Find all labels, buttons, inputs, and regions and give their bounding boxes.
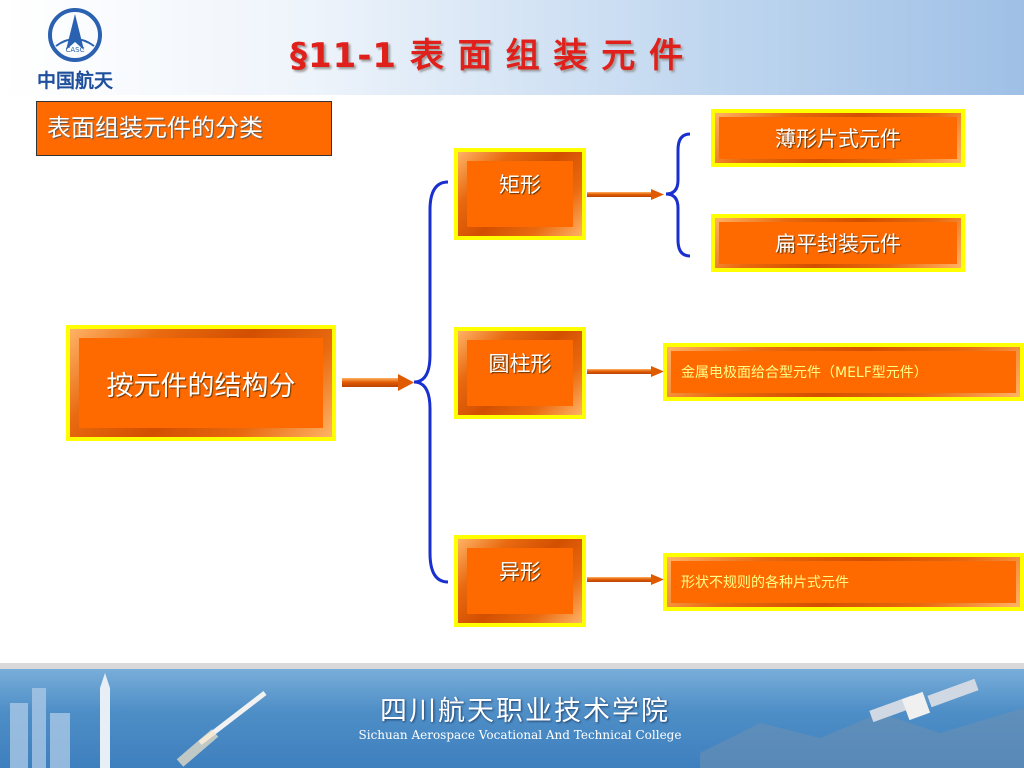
leaf-label-thin-chip: 薄形片式元件 [719,117,957,159]
footer-banner: 四川航天职业技术学院 Sichuan Aerospace Vocational … [0,663,1024,768]
sub-bracket [665,132,691,258]
category-label-rect: 矩形 [467,161,573,227]
footer-decoration [0,663,1024,768]
logo-name: 中国航天 [36,70,113,92]
header-banner: CASC 中国航天 §11-1 表 面 组 装 元 件 [0,0,1024,95]
satellite-icon [869,678,979,723]
category-node-irregular: 异形 [454,535,586,627]
casc-logo: CASC 中国航天 [30,6,120,92]
root-node: 按元件的结构分 [66,325,336,441]
footer-subtitle: Sichuan Aerospace Vocational And Technic… [358,728,682,742]
page-title: §11-1 表 面 组 装 元 件 [290,36,685,76]
footer-title: 四川航天职业技术学院 [380,696,670,727]
building-icon [10,688,70,768]
leaf-node-irregular-chip: 形状不规则的各种片式元件 [663,553,1024,611]
leaf-label-melf: 金属电极面给合型元件（MELF型元件） [671,351,1016,393]
great-wall-icon [700,708,1024,768]
category-node-rect: 矩形 [454,148,586,240]
rocket-icon [100,673,110,768]
leaf-node-thin-chip: 薄形片式元件 [711,109,965,167]
category-label-cylinder: 圆柱形 [467,340,573,406]
arrow-rect [587,189,664,200]
arrow-irregular [587,574,664,585]
root-node-label: 按元件的结构分 [79,338,323,428]
leaf-label-irregular-chip: 形状不规则的各种片式元件 [671,561,1016,603]
logo-badge-text: CASC [65,46,84,54]
casc-emblem-icon: CASC [48,8,102,62]
missile-icon [176,691,267,767]
leaf-node-flat-package: 扁平封装元件 [711,214,965,272]
arrow-cylinder [587,366,664,377]
main-bracket [413,180,449,584]
section-subtitle: 表面组装元件的分类 [36,101,332,156]
leaf-node-melf: 金属电极面给合型元件（MELF型元件） [663,343,1024,401]
root-arrow [342,374,414,391]
category-node-cylinder: 圆柱形 [454,327,586,419]
leaf-label-flat-package: 扁平封装元件 [719,222,957,264]
category-label-irregular: 异形 [467,548,573,614]
